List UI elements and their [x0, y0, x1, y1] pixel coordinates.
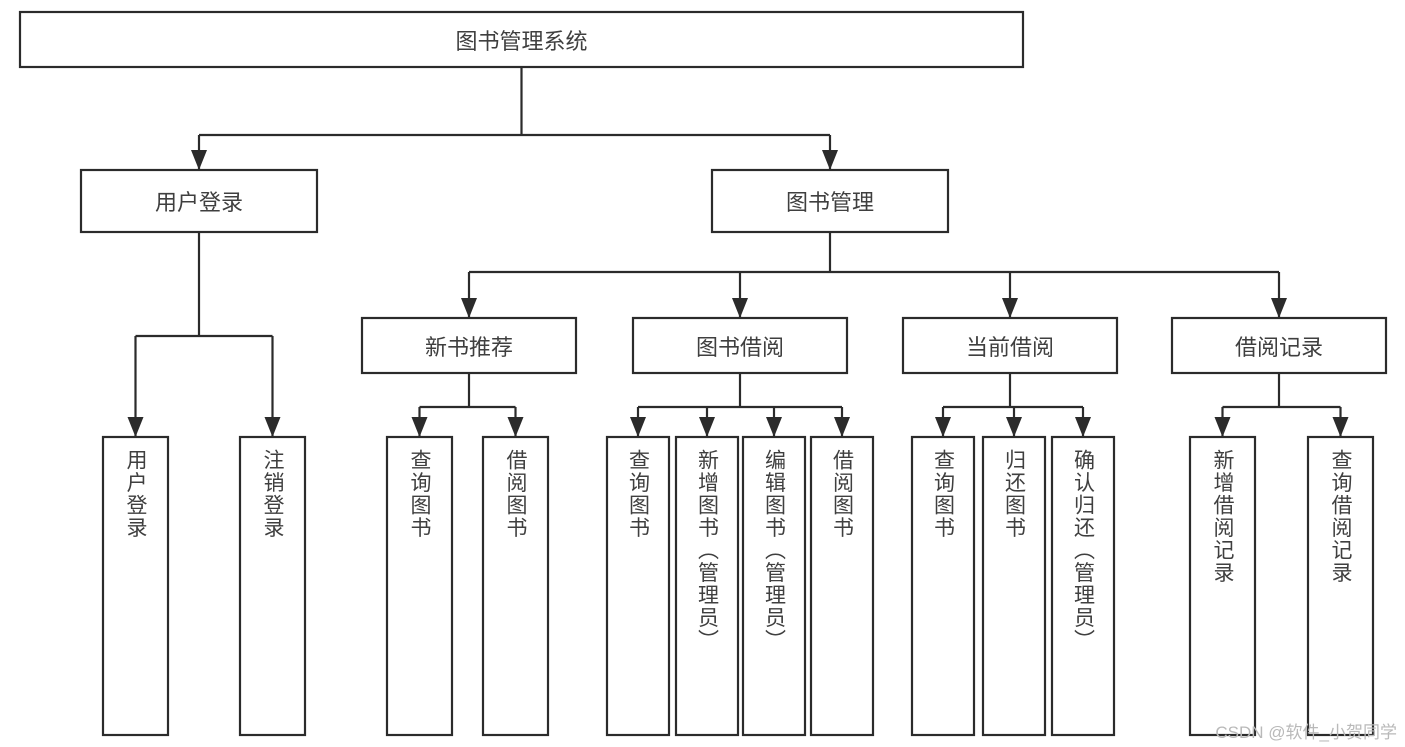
arrow-head-icon [699, 417, 715, 437]
arrow-head-icon [822, 150, 838, 170]
node-box-current-query-book [910, 435, 976, 737]
connector-layer [127, 67, 1349, 437]
arrow-head-icon [191, 150, 207, 170]
node-box-book-manage [710, 168, 950, 234]
node-box-borrow-record [1170, 316, 1388, 375]
node-box-user-logout [238, 435, 307, 737]
arrow-head-icon [630, 417, 646, 437]
arrow-head-icon [127, 417, 144, 437]
node-box-user-login-do [101, 435, 170, 737]
node-box-recommend-query-book [385, 435, 454, 737]
node-box-layer [18, 10, 1388, 737]
arrow-head-icon [1002, 298, 1018, 318]
arrow-head-icon [1006, 417, 1022, 437]
arrow-head-icon [264, 417, 281, 437]
node-box-borrow-edit-book [741, 435, 807, 737]
node-box-record-query [1306, 435, 1375, 737]
arrow-head-icon [411, 417, 428, 437]
node-box-book-borrow [631, 316, 849, 375]
arrow-head-icon [834, 417, 850, 437]
arrow-head-icon [1075, 417, 1091, 437]
node-box-borrow-query-book [605, 435, 671, 737]
arrow-head-icon [766, 417, 782, 437]
node-box-current-return-book [981, 435, 1047, 737]
arrow-head-icon [1271, 298, 1287, 318]
node-box-record-add [1188, 435, 1257, 737]
arrow-head-icon [935, 417, 951, 437]
node-box-new-book-recommend [360, 316, 578, 375]
node-box-current-confirm-return [1050, 435, 1116, 737]
node-box-recommend-borrow-book [481, 435, 550, 737]
arrow-head-icon [507, 417, 524, 437]
node-box-root [18, 10, 1025, 69]
arrow-head-icon [1214, 417, 1231, 437]
node-box-borrow-add-book [674, 435, 740, 737]
arrow-head-icon [732, 298, 748, 318]
node-box-borrow-borrow-book [809, 435, 875, 737]
node-box-user-login [79, 168, 319, 234]
arrow-head-icon [1332, 417, 1349, 437]
arrow-head-icon [461, 298, 477, 318]
node-box-current-borrow [901, 316, 1119, 375]
